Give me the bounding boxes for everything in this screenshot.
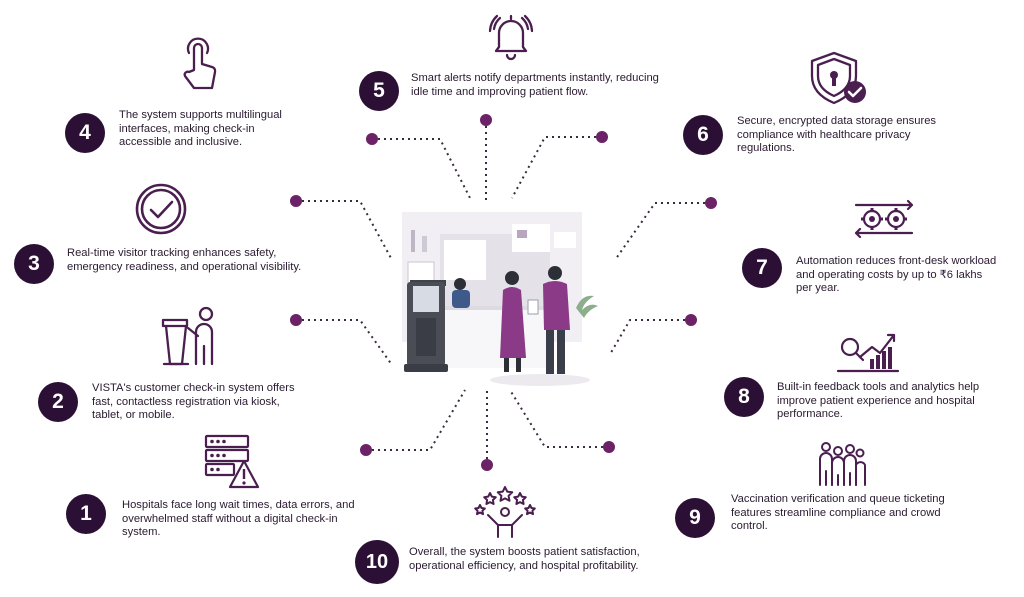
item-text-9: Vaccination verification and queue ticke… xyxy=(731,493,945,533)
item-text-3: Real-time visitor tracking enhances safe… xyxy=(67,247,302,273)
item-number-10: 10 xyxy=(355,540,399,584)
item-number-1: 1 xyxy=(66,494,106,534)
connector-dot xyxy=(366,133,378,145)
clock-check-icon xyxy=(135,183,187,235)
gears-automation-icon xyxy=(854,199,914,239)
item-number-6: 6 xyxy=(683,115,723,155)
item-text-8: Built-in feedback tools and analytics he… xyxy=(777,381,980,421)
item-text-10: Overall, the system boosts patient satis… xyxy=(409,546,640,572)
shield-lock-icon xyxy=(810,51,866,105)
server-warning-icon xyxy=(204,434,260,489)
item-number-3: 3 xyxy=(14,244,54,284)
item-number-7: 7 xyxy=(742,248,782,288)
connector-dot xyxy=(290,314,302,326)
item-text-4: The system supports multilingual interfa… xyxy=(119,109,282,149)
item-number-8: 8 xyxy=(724,377,764,417)
stars-person-icon xyxy=(474,486,536,538)
connector-dot xyxy=(705,197,717,209)
connector-dot xyxy=(290,195,302,207)
analytics-chart-icon xyxy=(836,333,900,373)
item-text-6: Secure, encrypted data storage ensures c… xyxy=(737,115,937,155)
connector-dot xyxy=(360,444,372,456)
item-text-2: VISTA's customer check-in system offers … xyxy=(92,382,295,422)
item-text-1: Hospitals face long wait times, data err… xyxy=(122,499,355,539)
queue-people-icon xyxy=(819,442,866,486)
item-text-5: Smart alerts notify departments instantl… xyxy=(411,72,659,98)
item-number-9: 9 xyxy=(675,498,715,538)
bell-alert-icon xyxy=(488,14,534,61)
item-number-2: 2 xyxy=(38,382,78,422)
item-text-7: Automation reduces front-desk workload a… xyxy=(796,255,997,295)
connector-dot xyxy=(685,314,697,326)
item-number-5: 5 xyxy=(359,71,399,111)
hospital-reception-kiosk-illustration xyxy=(400,210,610,388)
connector-dot xyxy=(596,131,608,143)
connector-dot xyxy=(481,459,493,471)
connector-dot xyxy=(480,114,492,126)
connector-dot xyxy=(603,441,615,453)
kiosk-user-icon xyxy=(161,306,214,366)
item-number-4: 4 xyxy=(65,113,105,153)
touch-hand-icon xyxy=(183,37,217,90)
